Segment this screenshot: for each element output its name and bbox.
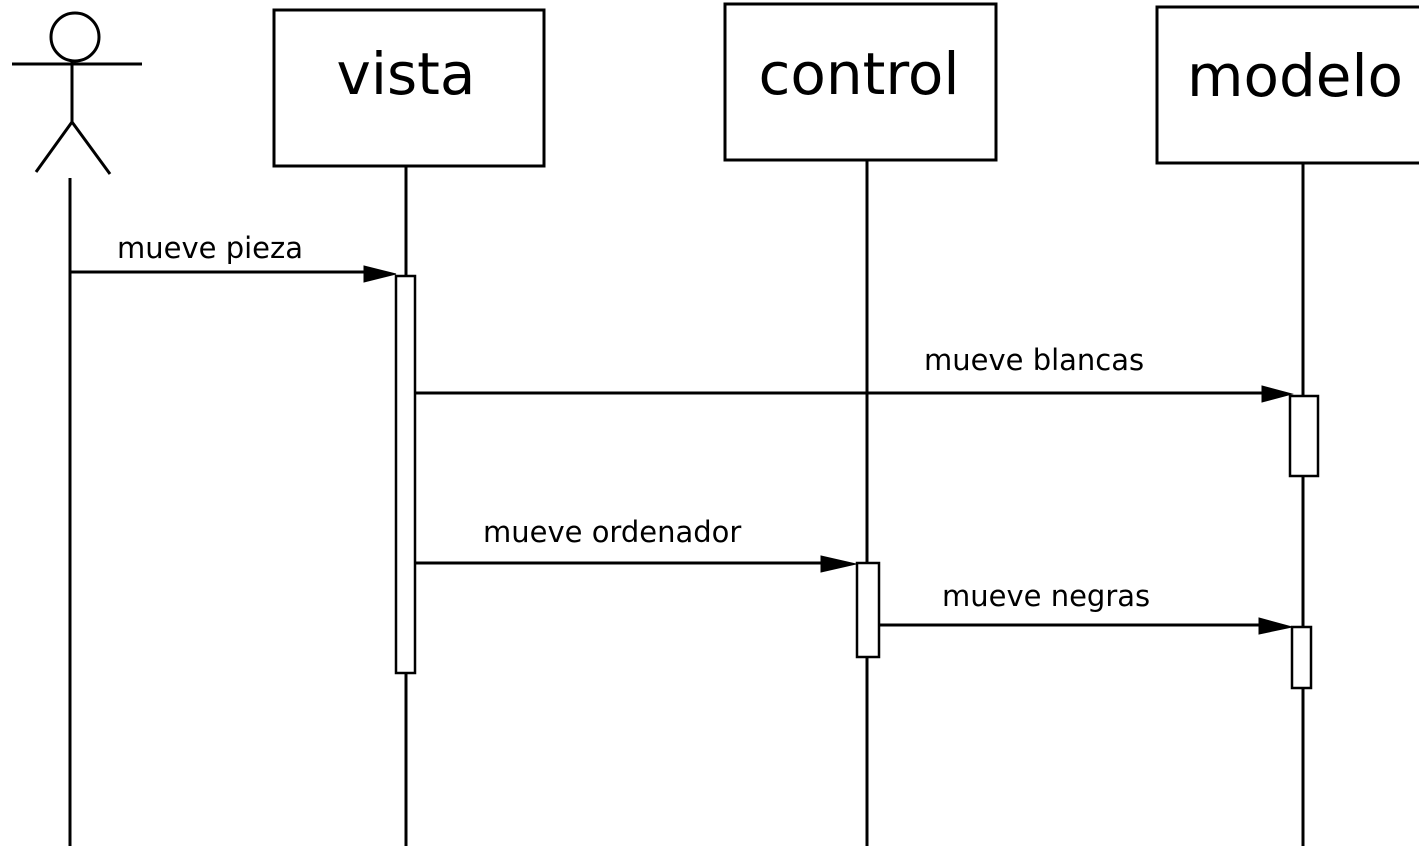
message-mueve-pieza: mueve pieza — [70, 231, 397, 283]
message-label-mueve-blancas: mueve blancas — [924, 343, 1144, 377]
participant-label-modelo: modelo — [1187, 42, 1403, 110]
activation-modelo-1 — [1288, 394, 1320, 478]
participant-label-control: control — [758, 40, 959, 108]
actor-figure — [12, 11, 142, 175]
activation-control — [855, 561, 881, 659]
message-label-mueve-ordenador: mueve ordenador — [483, 515, 741, 549]
participant-box-control — [723, 2, 998, 162]
actor-right-leg — [70, 121, 112, 175]
activation-modelo-2 — [1290, 625, 1313, 690]
arrowhead-mueve-blancas — [1261, 385, 1294, 403]
arrowhead-mueve-ordenador — [820, 555, 857, 573]
activation-vista — [394, 274, 417, 675]
participant-modelo: modelo — [1155, 5, 1419, 165]
participant-label-vista: vista — [337, 40, 476, 108]
actor-head — [49, 11, 101, 63]
participant-vista: vista — [272, 8, 546, 168]
message-mueve-ordenador: mueve ordenador — [415, 515, 857, 573]
arrowhead-mueve-negras — [1258, 617, 1293, 635]
participant-control: control — [723, 2, 998, 162]
arrowhead-mueve-pieza — [363, 265, 397, 283]
message-label-mueve-negras: mueve negras — [942, 579, 1150, 613]
actor-left-leg — [34, 121, 74, 173]
participant-box-vista — [272, 8, 546, 168]
message-mueve-blancas: mueve blancas — [415, 343, 1294, 403]
participant-box-modelo — [1155, 5, 1419, 165]
message-mueve-negras: mueve negras — [879, 579, 1293, 635]
message-label-mueve-pieza: mueve pieza — [117, 231, 303, 265]
